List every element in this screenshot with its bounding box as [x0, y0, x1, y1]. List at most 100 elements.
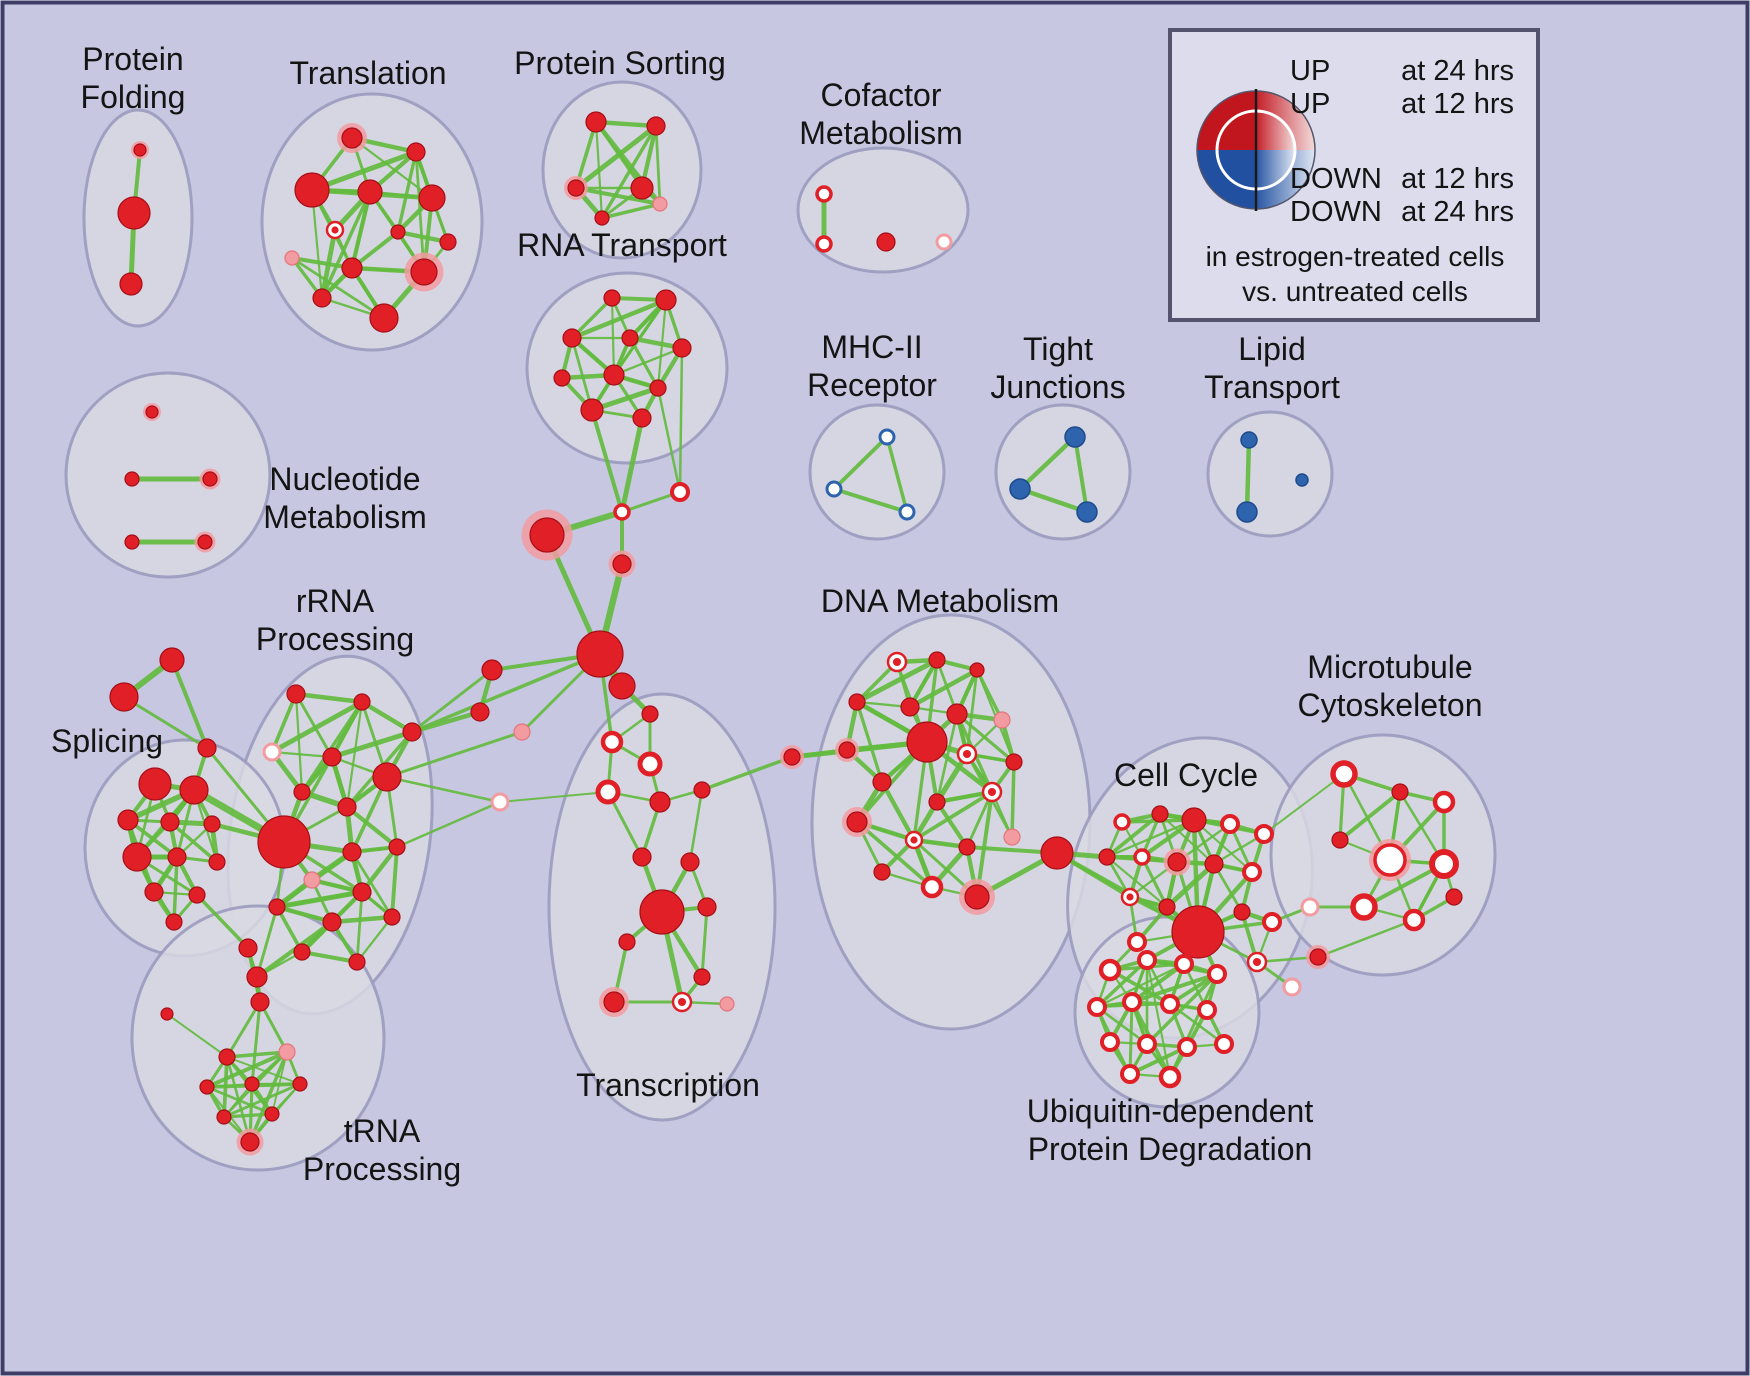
node-c10 — [1242, 862, 1262, 882]
edge — [226, 1056, 301, 1085]
node-shape — [1137, 950, 1157, 970]
node-t8 — [284, 250, 300, 266]
node-shape — [138, 767, 172, 801]
edge — [1128, 1000, 1134, 1076]
node-shape — [600, 730, 624, 754]
edge — [879, 779, 917, 843]
node-rr4 — [262, 742, 282, 762]
edge — [1168, 972, 1219, 1079]
node-rr10 — [342, 842, 362, 862]
node-shape — [649, 791, 671, 813]
node-tr6 — [199, 1079, 215, 1095]
node-rr11 — [388, 838, 406, 856]
node-rr7 — [293, 783, 311, 801]
node-shape — [594, 210, 610, 226]
edge — [1145, 972, 1219, 1046]
node-ps2 — [646, 116, 666, 136]
node-sp7 — [167, 847, 187, 867]
node-shape — [846, 811, 868, 833]
node-shape — [993, 711, 1011, 729]
node-n2 — [124, 471, 140, 487]
cluster-ellipse-trna-processing — [130, 904, 386, 1172]
node-shape — [1098, 848, 1116, 866]
node-shape — [1207, 964, 1227, 984]
node-shape — [122, 842, 152, 872]
node-c12 — [1158, 898, 1176, 916]
node-sp3 — [117, 809, 139, 831]
node-u13 — [1120, 1064, 1140, 1084]
node-u12 — [1214, 1034, 1234, 1054]
edge — [1095, 958, 1149, 1009]
node-shape — [697, 897, 717, 917]
node-shape — [910, 836, 918, 844]
edge — [789, 739, 930, 760]
node-l4 — [490, 792, 510, 812]
node-shape — [783, 748, 801, 766]
cluster-label-mhc-ii-receptor: Receptor — [807, 367, 937, 403]
node-rr12 — [303, 871, 321, 889]
node-tr8 — [292, 1076, 308, 1092]
edge — [1244, 437, 1252, 515]
cluster-label-mhc-ii-receptor: MHC-II — [821, 329, 922, 365]
node-t3 — [294, 172, 330, 208]
node-shape — [815, 185, 833, 203]
edge — [355, 890, 364, 964]
legend-row-1-time: at 12 hrs — [1401, 88, 1514, 120]
node-shape — [357, 179, 383, 205]
edge — [612, 298, 668, 377]
node-t9 — [341, 257, 363, 279]
edge — [907, 667, 980, 710]
node-u4 — [1207, 964, 1227, 984]
node-c3 — [1181, 807, 1207, 833]
edge — [610, 296, 616, 377]
cluster-label-protein-sorting: Protein Sorting — [514, 45, 726, 81]
node-shape — [208, 853, 226, 871]
node-c16 — [1127, 932, 1147, 952]
node-shape — [1402, 908, 1426, 932]
node-shape — [312, 288, 332, 308]
node-shape — [167, 847, 187, 867]
edge — [410, 668, 494, 734]
node-shape — [197, 738, 217, 758]
edge — [269, 699, 365, 755]
node-t13 — [439, 233, 457, 251]
node-shape — [935, 233, 953, 251]
node-shape — [278, 1043, 296, 1061]
node-shape — [133, 143, 147, 157]
node-c6 — [1098, 848, 1116, 866]
node-tx5 — [649, 791, 671, 813]
edge — [590, 408, 624, 514]
node-tx9 — [639, 889, 685, 935]
edge — [832, 487, 909, 514]
node-sp4 — [160, 812, 180, 832]
node-shape — [353, 693, 371, 711]
node-shape — [1098, 958, 1122, 982]
node-lt3 — [1295, 473, 1309, 487]
edge — [656, 386, 682, 494]
edge — [1130, 972, 1219, 1004]
node-c17 — [1246, 951, 1268, 973]
node-shape — [203, 815, 221, 833]
node-shape — [987, 787, 997, 797]
cluster-label-tight-junctions: Tight — [1023, 331, 1093, 367]
node-n5 — [194, 531, 216, 553]
node-shape — [1330, 760, 1358, 788]
cluster-ellipse-nucleotide-metabolism — [64, 371, 272, 579]
cluster-label-nucleotide-metabolism: Nucleotide — [269, 461, 420, 497]
node-shape — [641, 705, 659, 723]
edge — [1105, 812, 1162, 859]
node-u10 — [1137, 1034, 1157, 1054]
node-shape — [406, 142, 426, 162]
edge — [688, 788, 704, 864]
node-shape — [418, 184, 446, 212]
node-b1 — [780, 745, 804, 769]
node-tx8 — [680, 852, 700, 872]
node-r11 — [670, 482, 690, 502]
edge — [955, 712, 1016, 764]
node-r9 — [580, 398, 604, 422]
node-t2 — [406, 142, 426, 162]
node-t6 — [325, 220, 345, 240]
edge — [345, 700, 364, 809]
edge — [832, 435, 889, 491]
node-shape — [693, 781, 711, 799]
